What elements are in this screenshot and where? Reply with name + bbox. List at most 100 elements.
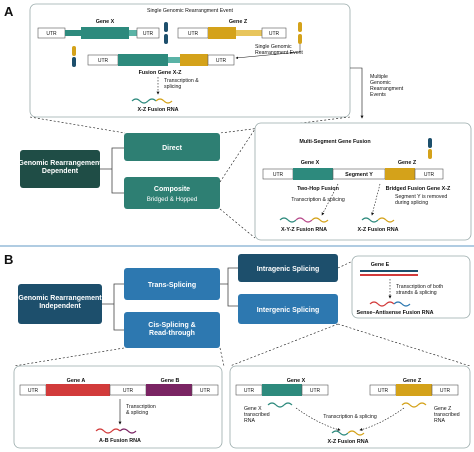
rna-wave-x (267, 402, 293, 408)
multi-z-part (385, 168, 415, 180)
multi-gene-x-label: Gene X (301, 160, 320, 166)
gene-x-label: Gene X (96, 19, 115, 25)
multi-segment-title: Multi-Segment Gene Fusion (299, 139, 370, 145)
multi-transcription-label: Transcription & splicing (291, 197, 345, 203)
utr-box (414, 168, 444, 180)
direct-node[interactable] (124, 133, 220, 161)
utr-label: UTR (273, 172, 284, 178)
ab-fusion-box (13, 365, 223, 449)
b-gene-z-exon (396, 384, 432, 396)
cis-splicing-node[interactable] (124, 312, 220, 348)
intron-segment (129, 30, 137, 36)
trans-splicing-label: Trans-Splicing (148, 282, 196, 289)
inter-transcription-label: Transcription & splicing (323, 414, 377, 420)
rna-wave-z (155, 98, 173, 104)
xz-fusion-rna-label: X-Z Fusion RNA (137, 107, 178, 113)
transcription-arrow (371, 183, 381, 216)
gene-z-label: Gene Z (229, 19, 248, 25)
gene-x-exon (81, 27, 129, 39)
rna-wave-y (295, 217, 313, 223)
connector (337, 259, 356, 269)
gene-b-exon (146, 384, 192, 396)
utr-label: UTR (46, 31, 57, 37)
chromosome-icon (428, 138, 432, 159)
intron-segment (236, 30, 262, 36)
rna-wave-b (119, 428, 137, 434)
dependent-node (20, 150, 100, 188)
rna-wave-z (401, 402, 427, 408)
utr-label: UTR (28, 388, 39, 394)
trans-splicing-node[interactable] (124, 268, 220, 300)
bridged-hopped-label: Bridged & Hopped (147, 196, 198, 203)
utr-box (136, 27, 160, 39)
tree-lines (102, 283, 124, 331)
chromosome-icon (298, 22, 302, 44)
connector (219, 208, 256, 239)
intragenic-label: Intragenic Splicing (257, 266, 320, 273)
chromosome-icon (72, 46, 76, 67)
xyz-rna-label: X-Y-Z Fusion RNA (281, 227, 327, 233)
b-gene-x-label: Gene X (287, 378, 306, 384)
intergenic-label: Intergenic Splicing (257, 307, 320, 314)
sense-antisense-label: Sense–Antisense Fusion RNA (357, 310, 434, 316)
connector (229, 323, 339, 367)
single-event-title: Single Genomic Rearrangment Event (147, 8, 233, 14)
gene-e-label: Gene E (371, 262, 390, 268)
transcription-splicing-label: Transcription &splicing (164, 78, 199, 90)
independent-node (18, 284, 102, 324)
rna-wave-x (361, 217, 379, 223)
connector (13, 347, 125, 367)
panel-label-a: A (4, 4, 14, 19)
rna-wave-x (279, 217, 297, 223)
gene-z-exon (208, 27, 236, 39)
connector (219, 347, 225, 367)
utr-box (301, 384, 329, 396)
segment-y-label: Segment Y (345, 172, 373, 178)
connector (337, 323, 471, 367)
ab-transcription-label: Transcription& splicing (126, 404, 156, 416)
utr-box (191, 384, 219, 396)
chromosome-icon (164, 22, 168, 44)
fusion-z-part (180, 54, 208, 66)
bridged-fusion-label: Bridged Fusion Gene X-Z (386, 186, 451, 192)
panel-label-b: B (4, 252, 13, 267)
utr-label: UTR (123, 388, 134, 394)
ab-rna-label: A-B Fusion RNA (99, 438, 141, 444)
rna-wave (369, 301, 395, 307)
two-hop-label: Two-Hop Fusion (297, 186, 339, 192)
intragenic-node[interactable] (238, 254, 338, 282)
rna-wave-x (331, 430, 349, 436)
utr-label: UTR (310, 388, 321, 394)
tree-lines (100, 147, 124, 194)
gene-a-label: Gene A (67, 378, 86, 384)
utr-box (207, 54, 235, 66)
utr-box (261, 27, 287, 39)
intron-segment (168, 57, 180, 63)
tree-lines (220, 267, 238, 307)
transcription-arrow (295, 407, 341, 431)
multiple-events-arrow (350, 67, 364, 119)
connector (29, 116, 126, 134)
utr-label: UTR (216, 58, 227, 64)
rna-wave (393, 301, 411, 307)
inter-xz-rna-label: X-Z Fusion RNA (327, 439, 368, 445)
transcription-arrow (359, 407, 405, 431)
composite-label: Composite (154, 186, 190, 193)
b-gene-z-label: Gene Z (403, 378, 422, 384)
gene-a-exon (46, 384, 110, 396)
connector (219, 128, 256, 183)
rna-wave-z (377, 217, 395, 223)
event-arrow (235, 44, 301, 60)
composite-node[interactable] (124, 177, 220, 209)
intergenic-node[interactable] (238, 294, 338, 324)
